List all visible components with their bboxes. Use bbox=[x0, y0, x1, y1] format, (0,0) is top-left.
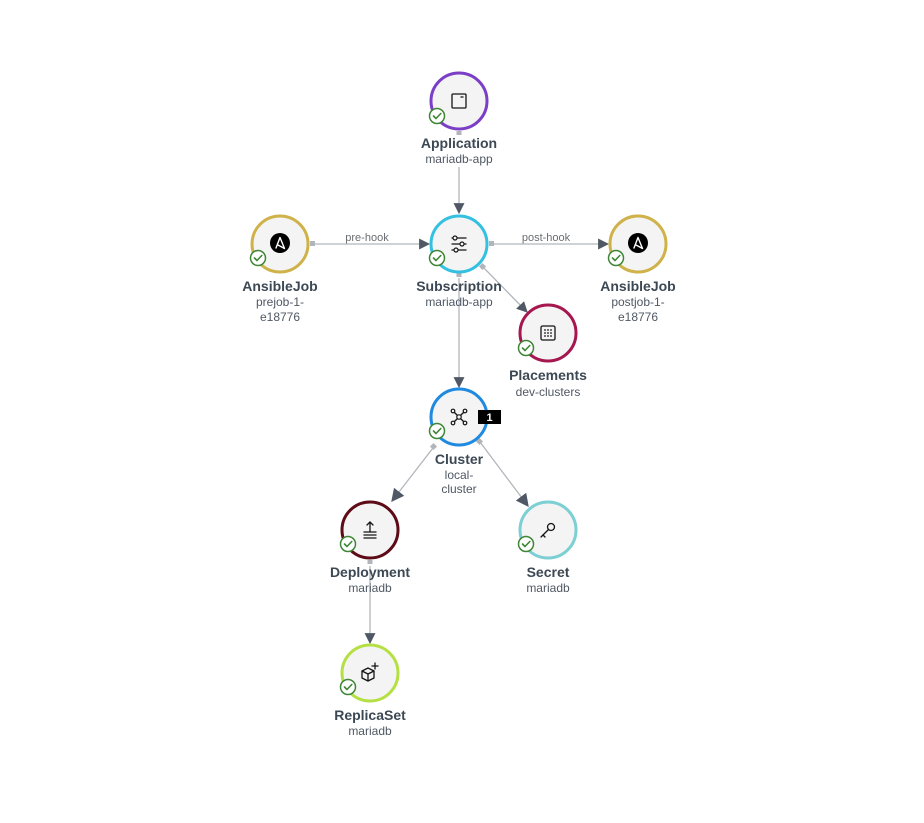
application-node[interactable]: Application mariadb-app bbox=[421, 71, 497, 166]
node-name-label: e18776 bbox=[618, 310, 658, 324]
replicaset-node[interactable]: ReplicaSet mariadb bbox=[334, 643, 406, 738]
node-type-label: Cluster bbox=[435, 451, 484, 467]
cluster-count-badge: 1 bbox=[478, 410, 501, 424]
status-ok-icon bbox=[428, 249, 446, 267]
edge-cluster-deployment[interactable] bbox=[391, 442, 438, 503]
node-name-label: local- bbox=[445, 468, 474, 482]
edge-cluster-secret[interactable] bbox=[475, 437, 529, 508]
node-name-label: postjob-1- bbox=[611, 295, 664, 309]
edge-post-hook[interactable]: post-hook bbox=[489, 232, 610, 250]
status-ok-icon bbox=[339, 678, 357, 696]
edge-deployment-replicaset[interactable] bbox=[364, 560, 376, 645]
ansible-icon bbox=[270, 233, 290, 253]
placements-icon bbox=[540, 325, 556, 341]
node-name-label: mariadb bbox=[348, 724, 392, 738]
replicaset-icon bbox=[361, 662, 379, 682]
node-name-label: mariadb bbox=[348, 581, 392, 595]
cluster-count-badge-text: 1 bbox=[486, 412, 492, 424]
cluster-icon bbox=[450, 408, 468, 426]
edge-label-pre-hook: pre-hook bbox=[345, 232, 389, 244]
deployment-node[interactable]: Deployment mariadb bbox=[330, 500, 410, 595]
node-name-label: e18776 bbox=[260, 310, 300, 324]
status-ok-icon bbox=[339, 535, 357, 553]
edges: pre-hook post-hook bbox=[310, 131, 610, 645]
status-ok-icon bbox=[607, 249, 625, 267]
status-ok-icon bbox=[428, 107, 446, 125]
node-type-label: Secret bbox=[527, 564, 570, 580]
ansible-icon bbox=[628, 233, 648, 253]
status-ok-icon bbox=[517, 535, 535, 553]
node-name-label: dev-clusters bbox=[516, 385, 581, 399]
node-type-label: Placements bbox=[509, 367, 587, 383]
status-ok-icon bbox=[517, 339, 535, 357]
subscription-node[interactable]: Subscription mariadb-app bbox=[416, 214, 502, 309]
cluster-node[interactable]: 1 Cluster local- cluster bbox=[428, 387, 502, 496]
node-type-label: AnsibleJob bbox=[600, 278, 675, 294]
secret-node[interactable]: Secret mariadb bbox=[517, 500, 578, 595]
status-ok-icon bbox=[249, 249, 267, 267]
deployment-icon bbox=[363, 521, 377, 539]
edge-pre-hook[interactable]: pre-hook bbox=[310, 232, 431, 250]
ansiblejob-postjob-node[interactable]: AnsibleJob postjob-1- e18776 bbox=[600, 214, 676, 324]
subscription-icon bbox=[451, 235, 467, 253]
status-ok-icon bbox=[428, 422, 446, 440]
ansiblejob-prejob-node[interactable]: AnsibleJob prejob-1- e18776 bbox=[242, 214, 318, 324]
node-type-label: Subscription bbox=[416, 278, 502, 294]
edge-label-post-hook: post-hook bbox=[522, 232, 571, 244]
placements-node[interactable]: Placements dev-clusters bbox=[509, 303, 587, 399]
secret-icon bbox=[540, 522, 556, 538]
node-name-label: prejob-1- bbox=[256, 295, 304, 309]
node-type-label: AnsibleJob bbox=[242, 278, 317, 294]
node-name-label: cluster bbox=[441, 482, 476, 496]
edge-subscription-placements[interactable] bbox=[478, 262, 528, 313]
node-name-label: mariadb bbox=[526, 581, 570, 595]
node-name-label: mariadb-app bbox=[425, 152, 493, 166]
node-type-label: Application bbox=[421, 135, 497, 151]
node-type-label: ReplicaSet bbox=[334, 707, 406, 723]
application-icon bbox=[451, 93, 467, 109]
node-name-label: mariadb-app bbox=[425, 295, 493, 309]
node-type-label: Deployment bbox=[330, 564, 410, 580]
edge-application-subscription[interactable] bbox=[453, 131, 465, 215]
edge-subscription-cluster[interactable] bbox=[453, 273, 465, 389]
